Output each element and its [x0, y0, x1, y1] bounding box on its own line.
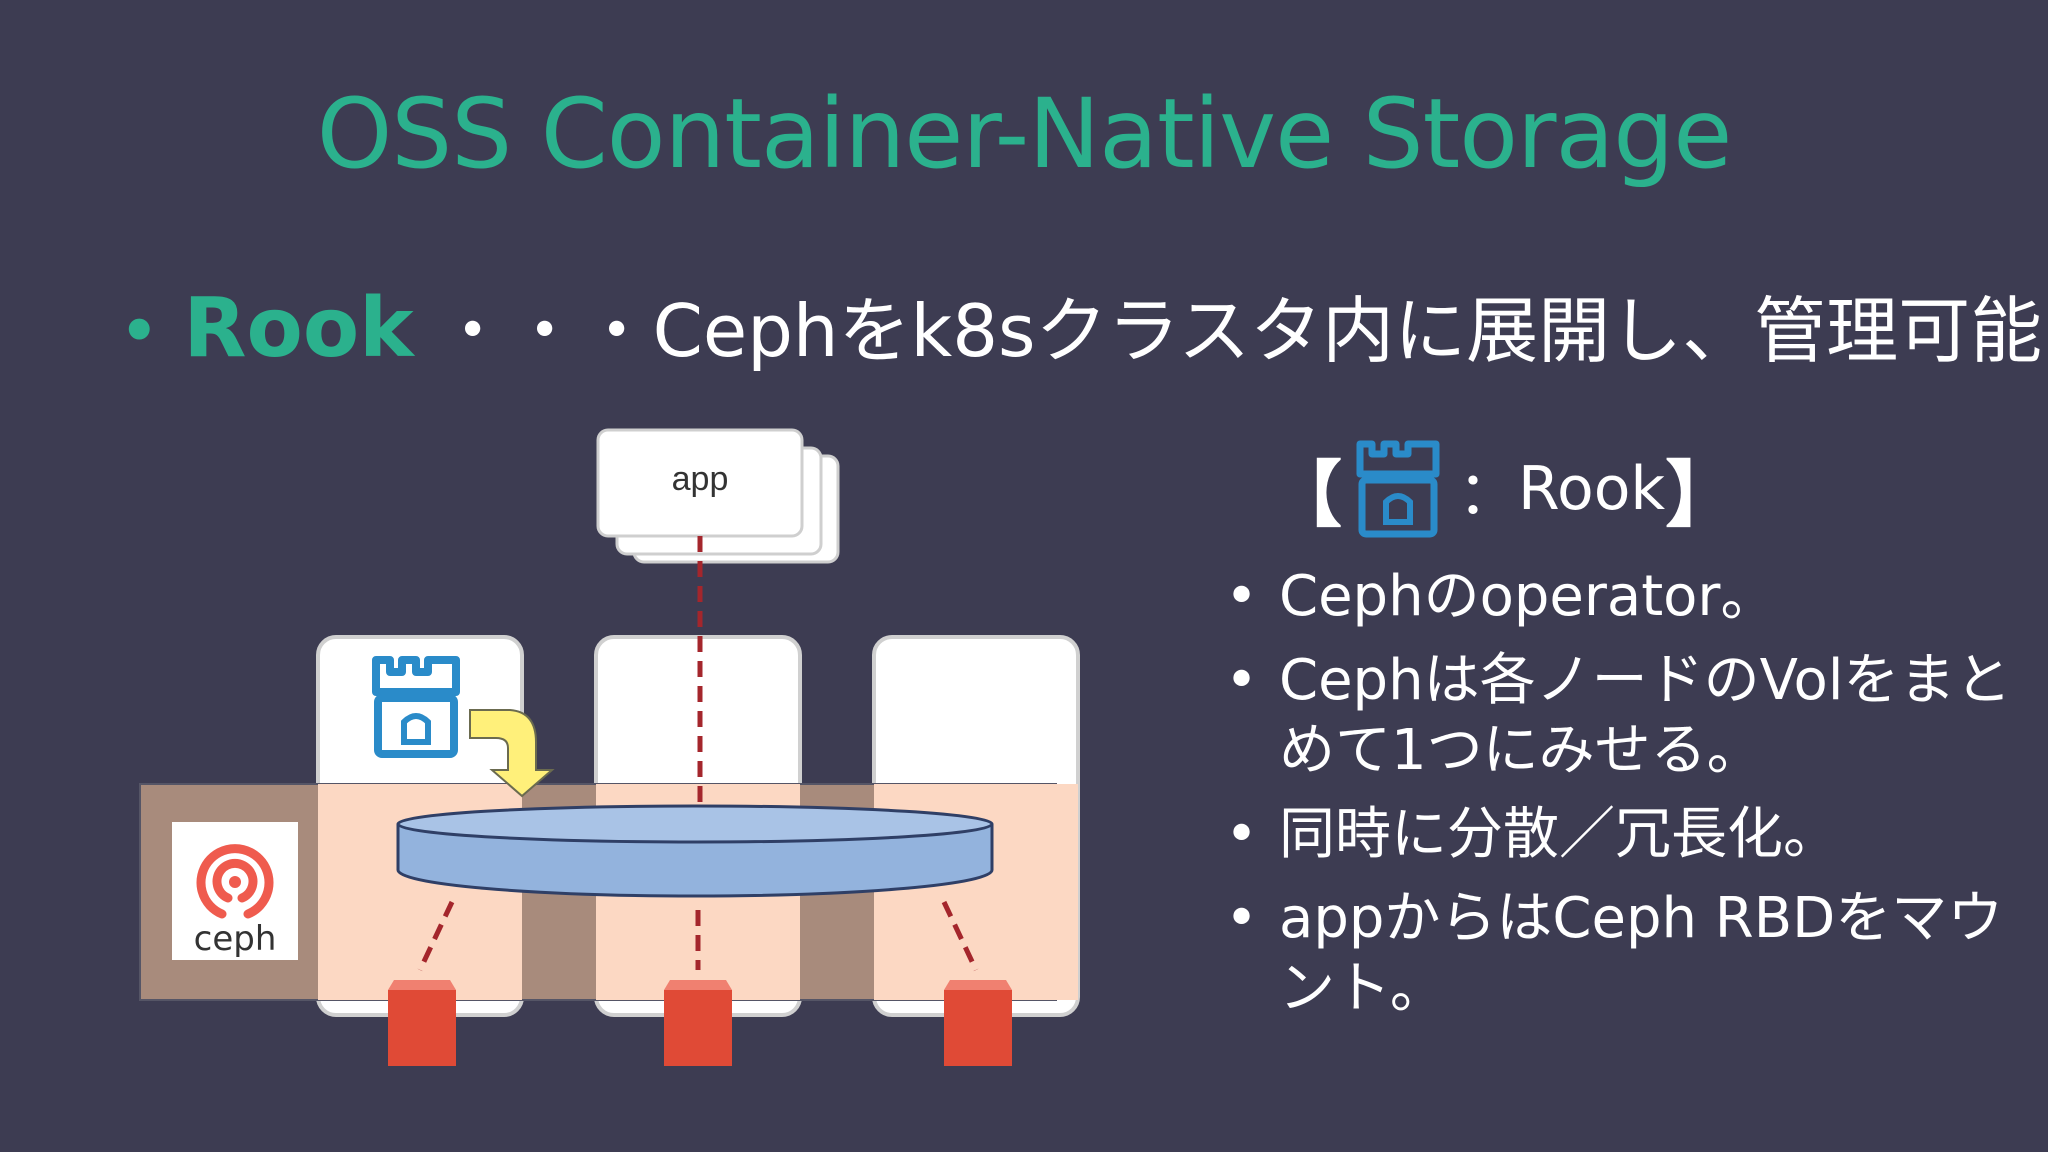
volume-1 [388, 980, 456, 1066]
rook-summary-line: • Rook ・・・Cephをk8sクラスタ内に展開し、管理可能 [118, 272, 2042, 377]
rook-keyword: Rook [183, 281, 414, 376]
separator-dots: ・・・ [436, 289, 653, 373]
legend-label: Rook [1518, 453, 1666, 524]
bullet-marker: • [118, 289, 161, 373]
ceph-logo-text: ceph [194, 919, 277, 959]
rook-description: Cephをk8sクラスタ内に展開し、管理可能 [652, 289, 2043, 373]
volume-3 [944, 980, 1012, 1066]
rook-icon [372, 656, 460, 758]
disk-to-volume-3 [941, 900, 979, 972]
disk-to-volume-1 [417, 900, 455, 972]
list-item: Cephのoperator。 [1215, 562, 2015, 632]
list-item: 同時に分散／冗長化。 [1215, 800, 2015, 870]
volume-2 [664, 980, 732, 1066]
deploy-arrow [469, 709, 555, 798]
ceph-logo-icon [196, 844, 274, 919]
slide-title: OSS Container-Native Storage [316, 78, 1733, 190]
app-stack: app [596, 428, 840, 564]
list-item: appからはCeph RBDをマウント。 [1215, 884, 2015, 1024]
rook-legend-icon [1356, 440, 1440, 537]
legend-close-bracket: 】 [1665, 453, 1738, 537]
volumes [388, 980, 1012, 1066]
shared-disk [396, 804, 994, 898]
legend-colon: ： [1458, 459, 1519, 529]
ceph-logo: ceph [172, 822, 298, 960]
feature-list: Cephのoperator。 Cephは各ノードのVolをまとめて1つにみせる。… [1215, 562, 2015, 1038]
legend: 【 ： Rook 】 [1270, 436, 1737, 541]
legend-open-bracket: 【 [1270, 453, 1343, 537]
list-item: Cephは各ノードのVolをまとめて1つにみせる。 [1215, 646, 2015, 786]
app-label: app [672, 460, 729, 498]
